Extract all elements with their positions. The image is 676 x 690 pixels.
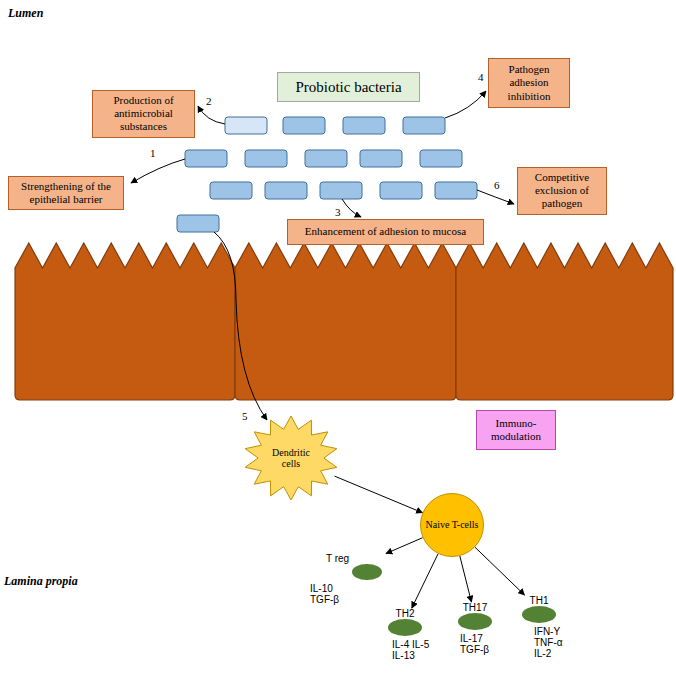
node-text: Naive T-cells — [425, 519, 478, 531]
cytokine-list: IFN-Y TNF-α IL-2 — [534, 626, 574, 659]
mechanism-box: Competitive exclusion of pathogen — [517, 167, 607, 215]
connector-arrow — [412, 554, 438, 608]
mechanism-box: Pathogen adhesion inhibition — [488, 58, 570, 108]
epithelial-cell — [15, 243, 235, 400]
epithelial-cell — [235, 243, 456, 400]
th1-cell: TH1IFN-Y TNF-α IL-2 — [520, 595, 558, 623]
epithelial-cell — [456, 243, 673, 400]
callout-number: 2 — [206, 95, 212, 107]
node-text: Production of antimicrobial substances — [98, 94, 189, 134]
bacteria — [177, 117, 477, 232]
callout-number: 1 — [150, 147, 156, 159]
bacterium — [225, 117, 267, 134]
callout-number: 3 — [335, 206, 341, 218]
bacterium — [403, 117, 445, 134]
cell-ellipse — [352, 564, 382, 580]
th17-cell: TH17IL-17 TGF-β — [458, 602, 492, 630]
mechanism-box: Strengthening of the epithelial barrier — [8, 176, 124, 210]
node-text: Enhancement of adhesion to mucosa — [305, 225, 466, 238]
bacterium — [185, 150, 227, 167]
bacterium — [435, 182, 477, 199]
callout-number: 6 — [494, 179, 500, 191]
cell-name: TH1 — [530, 595, 549, 606]
bacterium — [210, 182, 252, 199]
treg-cell: T regIL-10 TGF-β — [326, 553, 386, 580]
star-shape — [245, 416, 337, 500]
bacterium — [177, 215, 219, 232]
title-box: Probiotic bacteria — [277, 72, 420, 102]
bacterium — [380, 182, 422, 199]
node-text: Immuno- modulation — [482, 417, 550, 443]
bacterium — [420, 150, 462, 167]
cytokine-list: IL-17 TGF-β — [460, 633, 500, 655]
callout-arrow — [131, 159, 185, 183]
node-text: Competitive exclusion of pathogen — [523, 171, 601, 211]
bacterium — [320, 182, 362, 199]
connector-arrow — [475, 547, 524, 595]
callout-arrow — [198, 106, 225, 124]
immunomodulation-box: Immuno- modulation — [476, 410, 556, 450]
cytokine-list: IL-10 TGF-β — [310, 583, 350, 605]
cell-name: T reg — [326, 553, 349, 564]
uptake-arrow — [214, 232, 267, 420]
node-text: Probiotic bacteria — [295, 78, 401, 96]
callout-arrows — [131, 91, 514, 420]
bacterium — [265, 182, 307, 199]
mechanism-box: Enhancement of adhesion to mucosa — [287, 219, 484, 245]
dendritic-star: Dendritic cells — [243, 415, 339, 501]
bacterium — [245, 150, 287, 167]
epithelium — [15, 243, 673, 400]
cell-ellipse — [458, 613, 492, 630]
bacterium — [343, 117, 385, 134]
bacterium — [283, 117, 325, 134]
callout-arrow — [477, 190, 514, 204]
callout-arrow — [342, 199, 361, 217]
region-label: Lamina propia — [4, 574, 78, 589]
region-label: Lumen — [8, 6, 43, 21]
bacterium — [360, 150, 402, 167]
connector-arrow — [386, 538, 423, 554]
cell-ellipse — [388, 619, 422, 636]
th2-cell: TH2IL-4 IL-5 IL-13 — [388, 608, 422, 636]
cell-name: TH17 — [463, 602, 487, 613]
cell-name: TH2 — [396, 608, 415, 619]
connector-arrow — [335, 476, 423, 513]
callout-arrow — [445, 91, 486, 118]
node-text: Strengthening of the epithelial barrier — [14, 180, 118, 206]
node-text: Dendritic cells — [265, 447, 317, 470]
cell-ellipse — [522, 606, 556, 623]
callout-number: 4 — [478, 71, 484, 83]
callout-number: 5 — [242, 410, 248, 422]
tcell-circle: Naive T-cells — [420, 493, 484, 557]
node-text: Pathogen adhesion inhibition — [494, 63, 564, 103]
bacterium — [305, 150, 347, 167]
connector-arrow — [460, 556, 472, 602]
mechanism-box: Production of antimicrobial substances — [92, 90, 195, 138]
cytokine-list: IL-4 IL-5 IL-13 — [392, 639, 432, 661]
